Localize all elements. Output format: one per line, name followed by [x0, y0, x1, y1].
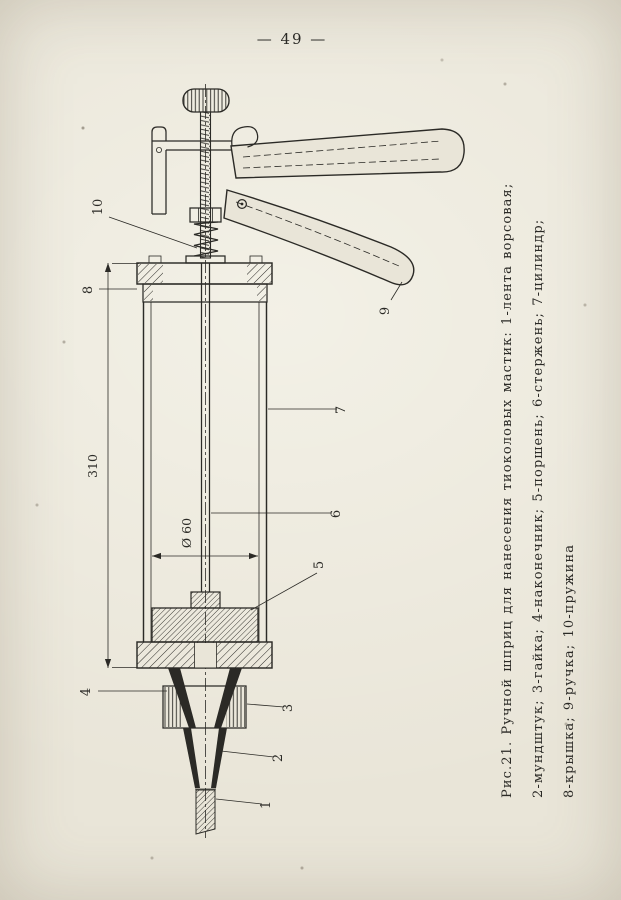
piston-rod	[200, 263, 211, 592]
piston	[151, 591, 259, 643]
plunger-knob	[182, 88, 230, 113]
pivot-pin	[236, 198, 248, 210]
callout-5-label: 5	[312, 561, 327, 569]
callout-5: 5	[250, 561, 327, 611]
frame-bracket	[151, 126, 232, 215]
callout-4: 4	[79, 688, 167, 696]
bottom-cap	[136, 641, 273, 669]
cylinder	[142, 302, 268, 642]
callout-8: 8	[81, 286, 137, 294]
callout-6-label: 6	[329, 510, 344, 518]
dimension-length: 310	[85, 263, 139, 668]
nozzle	[183, 728, 227, 790]
diameter-label: Ø 60	[179, 518, 194, 548]
figure-caption: Рис.21. Ручной шприц для нанесения тиоко…	[492, 166, 586, 798]
page-number: — 49 —	[256, 30, 328, 48]
pressure-nut	[189, 207, 222, 223]
latch-hook	[231, 126, 259, 148]
callout-8-label: 8	[81, 286, 96, 294]
callout-1-label: 1	[259, 801, 274, 809]
handle-lever	[230, 128, 465, 179]
callout-7: 7	[268, 406, 349, 414]
ring-nut	[162, 685, 247, 729]
callout-9-label: 9	[378, 307, 393, 315]
callout-2-label: 2	[271, 754, 286, 762]
extruded-tape	[195, 789, 216, 835]
callout-6: 6	[211, 510, 344, 518]
callout-3-label: 3	[281, 704, 296, 712]
callout-3: 3	[246, 703, 296, 712]
dimension-diameter: Ø 60	[152, 518, 258, 560]
caption-line-3: 8-крышка; 9-ручка; 10-пружина	[562, 543, 577, 798]
callout-4-label: 4	[79, 688, 94, 696]
callout-2: 2	[220, 750, 286, 762]
callout-7-label: 7	[334, 406, 349, 414]
callout-10-label: 10	[91, 199, 106, 216]
trigger-lever	[223, 189, 415, 286]
length-label: 310	[85, 454, 100, 478]
lid	[136, 255, 273, 303]
callout-9: 9	[378, 281, 403, 315]
spring	[193, 221, 219, 257]
figure-caption-rotated: Рис.21. Ручной шприц для нанесения тиоко…	[492, 166, 586, 798]
caption-line-2: 2-мундштук; 3-гайка; 4-наконечник; 5-пор…	[531, 218, 546, 798]
callout-1: 1	[215, 798, 274, 809]
callout-10: 10	[91, 199, 198, 249]
caption-line-1: Рис.21. Ручной шприц для нанесения тиоко…	[500, 182, 515, 798]
